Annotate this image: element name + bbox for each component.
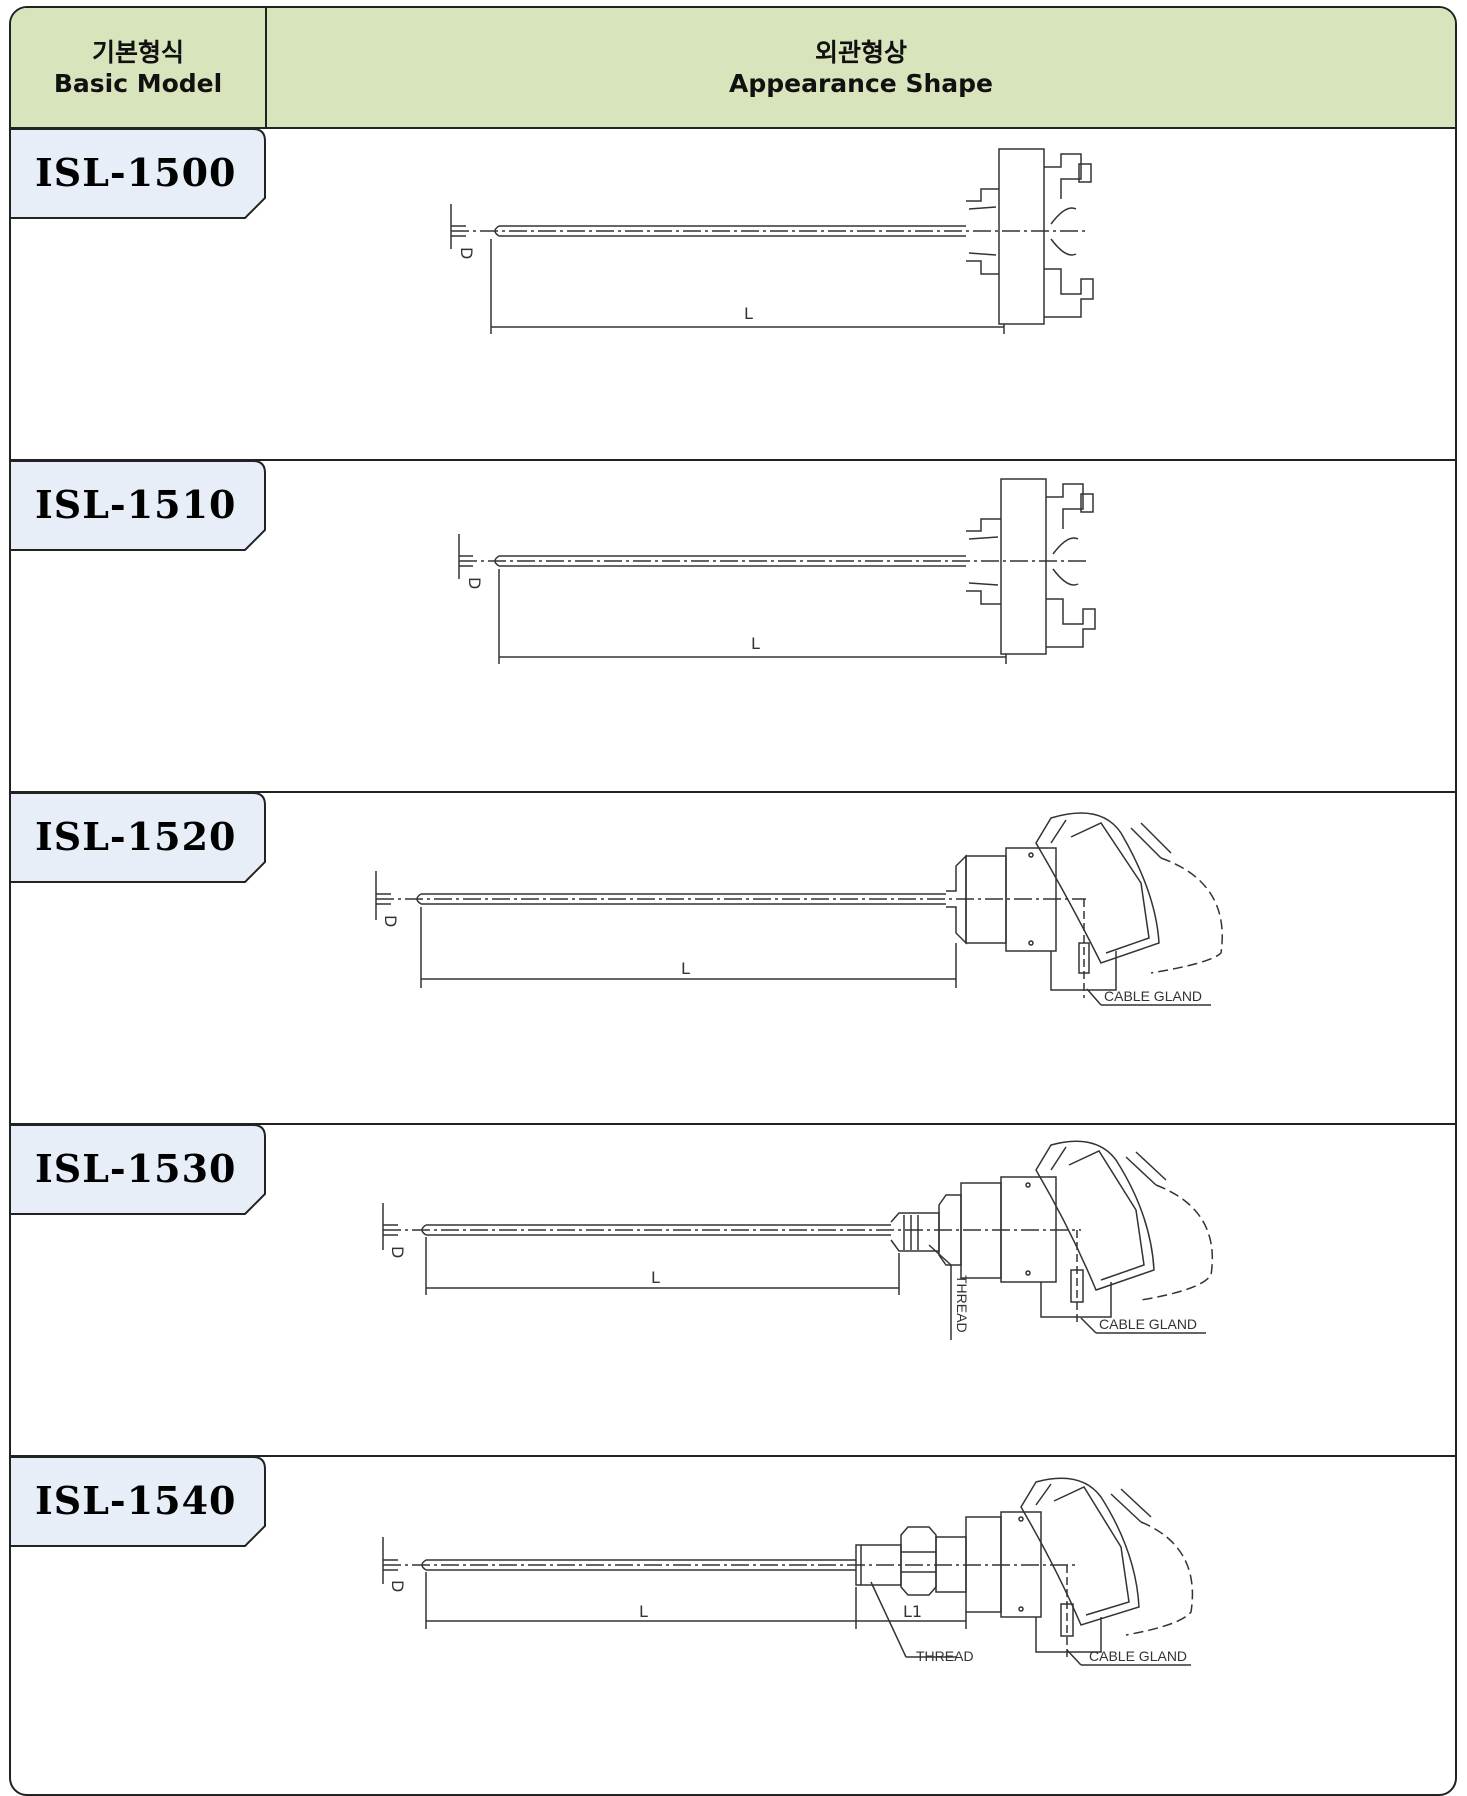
model-tab: ISL-1510 [11,460,267,552]
spec-table: 기본형식 Basic Model 외관형상 Appearance Shape I… [9,6,1457,1796]
model-tab-shape [11,460,266,551]
dim-diameter-label: D [388,1246,407,1258]
model-name: ISL-1520 [35,814,237,859]
dim-length-label: L [751,634,760,653]
dim-length2-label: L1 [903,1602,922,1621]
table-row: ISL-1540 [11,1456,1455,1794]
dim-length-label: L [744,304,753,323]
dim-length-label: L [639,1602,648,1621]
header-shape-english: Appearance Shape [729,68,993,98]
model-tab-shape [11,792,266,883]
appearance-drawing: D L [458,478,1096,664]
model-tab: ISL-1500 [11,128,267,220]
table-row: ISL-1500 [11,128,1455,461]
appearance-drawing: D L CABLE GLAND [375,812,1223,1006]
cable-gland-label: CABLE GLAND [1089,1648,1187,1664]
model-name: ISL-1530 [35,1146,237,1191]
model-name: ISL-1500 [35,150,237,195]
thread-label: THREAD [916,1648,974,1664]
header-basic-model: 기본형식 Basic Model [11,8,267,129]
model-name: ISL-1510 [35,482,237,527]
model-name: ISL-1540 [35,1478,237,1523]
model-tab: ISL-1540 [11,1456,267,1548]
dim-diameter-label: D [465,577,484,589]
table-row: ISL-1530 [11,1124,1455,1457]
header-appearance-shape: 외관형상 Appearance Shape [267,8,1455,129]
thread-label: THREAD [954,1275,970,1333]
dim-diameter-label: D [388,1580,407,1592]
cable-gland-label: CABLE GLAND [1099,1316,1197,1332]
appearance-drawing: D L THREAD CABLE GLAND [382,1140,1213,1340]
model-tab-shape [11,1124,266,1215]
dim-length-label: L [681,959,690,978]
cable-gland-label: CABLE GLAND [1104,988,1202,1004]
model-tab: ISL-1530 [11,1124,267,1216]
table-row: ISL-1520 [11,792,1455,1125]
dim-diameter-label: D [457,247,476,259]
dim-length-label: L [651,1268,660,1287]
header-model-korean: 기본형식 [91,37,184,67]
appearance-drawing: D L L1 THREAD CABLE GLAND [382,1477,1194,1666]
header-model-english: Basic Model [53,68,223,98]
dim-diameter-label: D [381,915,400,927]
model-tab: ISL-1520 [11,792,267,884]
appearance-drawing: D L [450,148,1094,334]
table-row: ISL-1510 D L [11,460,1455,793]
header-shape-korean: 외관형상 [814,37,907,67]
model-tab-shape [11,1456,266,1547]
model-tab-shape [11,128,266,219]
